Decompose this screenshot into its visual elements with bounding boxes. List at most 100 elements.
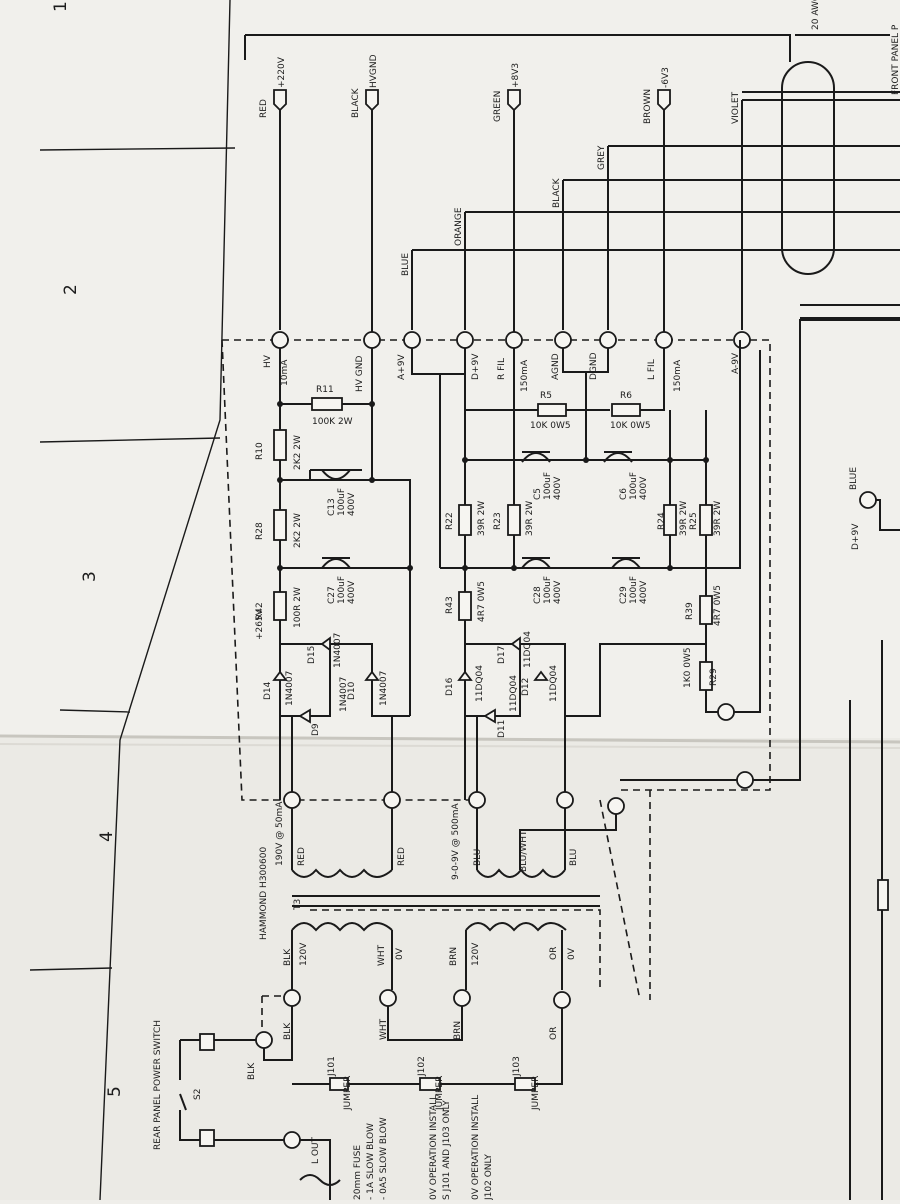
resistor-r28	[273, 509, 287, 541]
transformer-core	[292, 895, 600, 907]
terminal-lower-a9v	[736, 771, 754, 789]
pri2-volt-b: 0V	[567, 947, 577, 960]
c29-value: 100uF	[629, 576, 639, 604]
pri1-volt-a: 120V	[299, 942, 309, 966]
op-note-3: J102 ONLY	[484, 1154, 494, 1200]
jumper-j103	[514, 1077, 536, 1091]
current-rfil-label: 150mA	[520, 359, 530, 392]
hv-supply: R11 100K 2W R10 2K2 2W R28 2K2 2W R42 10…	[255, 348, 413, 800]
connector-wire-red: RED	[259, 99, 269, 118]
r5-value: 10K 0W5	[530, 421, 571, 431]
op-note-2: 0V OPERATION INSTALL	[471, 1095, 481, 1200]
secondary-terminals	[283, 791, 625, 870]
op-note-1: S J101 AND J103 ONLY	[442, 1100, 452, 1200]
sec-hv-lead-b: RED	[397, 847, 407, 866]
r23-ref: R23	[493, 512, 503, 530]
terminal-sec-lv-a	[468, 791, 486, 809]
c6-ref: C6	[619, 488, 629, 500]
terminal-dgnd-label: DGND	[589, 352, 599, 380]
grid-number-2: 2	[61, 284, 81, 295]
primary-wiring: BLK WHT BRN OR BLK J101 JUMPER J102 JUMP…	[153, 930, 571, 1200]
connector-arrow-icon	[273, 89, 287, 112]
diode-d12	[533, 670, 549, 681]
d12-value: 11DQ04	[549, 665, 559, 702]
terminal-hv-gnd-label: HV GND	[355, 356, 365, 392]
terminal-hv	[271, 331, 289, 349]
c13-value: 100uF	[337, 488, 347, 516]
wire-grey-label: GREY	[597, 145, 607, 170]
r6-value: 10K 0W5	[610, 421, 651, 431]
c28-ref: C28	[533, 586, 543, 604]
pri1-lead-a: BLK	[283, 948, 293, 966]
fuse-note-1: - 1A SLOW BLOW	[366, 1123, 376, 1200]
wire-harness: 20 AWG FRONT PANEL P	[244, 0, 900, 319]
terminal-d9v-label: D+9V	[471, 353, 481, 380]
d10-value: 1N4007	[379, 671, 389, 706]
secondary-hv-coil	[291, 868, 393, 878]
c6-value: 100uF	[629, 472, 639, 500]
c5-value: 100uF	[543, 472, 553, 500]
secondary-lv-coil	[476, 868, 566, 878]
sec-lv-label: 9-0-9V @ 500mA	[451, 803, 461, 880]
page-fold-shadow	[0, 743, 900, 749]
j101-label: JUMPER	[343, 1076, 353, 1111]
wire-orange-label: ORANGE	[454, 207, 464, 246]
j103-ref: J103	[512, 1056, 522, 1077]
d17-value: 11DQ04	[523, 631, 533, 668]
resistor-r25	[699, 504, 713, 536]
diode-d15	[320, 636, 331, 652]
connector-net-8v3: +8V3	[511, 63, 521, 88]
wire-blue-label: BLUE	[401, 253, 411, 276]
r10-ref: R10	[255, 442, 265, 460]
current-hv-label: 10mA	[280, 359, 290, 386]
terminal-agnd-label: AGND	[551, 353, 561, 380]
resistor-r22	[458, 504, 472, 536]
pri-term-wht: WHT	[379, 1018, 389, 1040]
lv-supply: R5 10K 0W5 R6 10K 0W5 C5 100uF 400V C6 1…	[411, 319, 900, 1200]
terminal-sec-lv-ct	[607, 797, 625, 815]
resistor-r23	[507, 504, 521, 536]
terminal-row: HV HV GND A+9V D+9V R FIL AGND DGND L FI…	[263, 331, 751, 392]
diode-d17	[510, 636, 521, 652]
primary-1-coil	[291, 922, 393, 932]
r39-ref: R39	[685, 602, 695, 620]
capacitor-c5	[521, 451, 551, 463]
resistor-r42	[273, 591, 287, 621]
j103-label: JUMPER	[531, 1076, 541, 1111]
c27-voltage: 400V	[347, 580, 357, 604]
terminal-pri-wht	[379, 989, 397, 1007]
r43-value: 4R7 0W5	[477, 581, 487, 622]
connector-net-hvgnd: HVGND	[369, 54, 379, 88]
d16-ref: D16	[445, 677, 455, 696]
r24-ref: R24	[657, 512, 667, 530]
harness-wires: VIOLET GREY BLACK ORANGE BLUE	[401, 91, 743, 330]
pcb-outline-lower	[599, 790, 651, 1001]
connector-wire-green: GREEN	[493, 91, 503, 122]
grid-numbers: 1 2 3 4 5	[51, 1, 125, 1097]
c5-ref: C5	[533, 488, 543, 500]
terminal-r-fil-label: R FIL	[497, 358, 507, 380]
terminal-a-9v	[733, 331, 751, 349]
c5-voltage: 400V	[553, 476, 563, 500]
grid-number-5: 5	[105, 1086, 125, 1097]
r6-ref: R6	[620, 391, 632, 401]
terminal-l-fil-label: L FIL	[647, 359, 657, 380]
r42-ref: R42	[255, 602, 265, 620]
r39-value: 4R7 0W5	[713, 585, 723, 626]
diode-d16	[457, 670, 473, 681]
terminal-r29-out	[717, 703, 735, 721]
diode-d9	[298, 708, 311, 724]
notes: 20mm FUSE - 1A SLOW BLOW - 0A5 SLOW BLOW…	[353, 1095, 494, 1201]
wire-blue-lower-label: BLUE	[849, 467, 859, 490]
pri2-lead-a: BRN	[449, 947, 459, 966]
resistor-r43	[458, 591, 472, 621]
capacitor-c6	[603, 451, 633, 463]
terminal-pri-or	[553, 991, 571, 1009]
connector-p8v3: GREEN +8V3	[493, 63, 521, 332]
j102-ref: J102	[417, 1056, 427, 1077]
r29-ref: R29	[709, 668, 719, 686]
current-lfil-label: 150mA	[673, 359, 683, 392]
jumper-j102	[419, 1077, 441, 1091]
l-out-label: L OUT	[311, 1136, 321, 1164]
